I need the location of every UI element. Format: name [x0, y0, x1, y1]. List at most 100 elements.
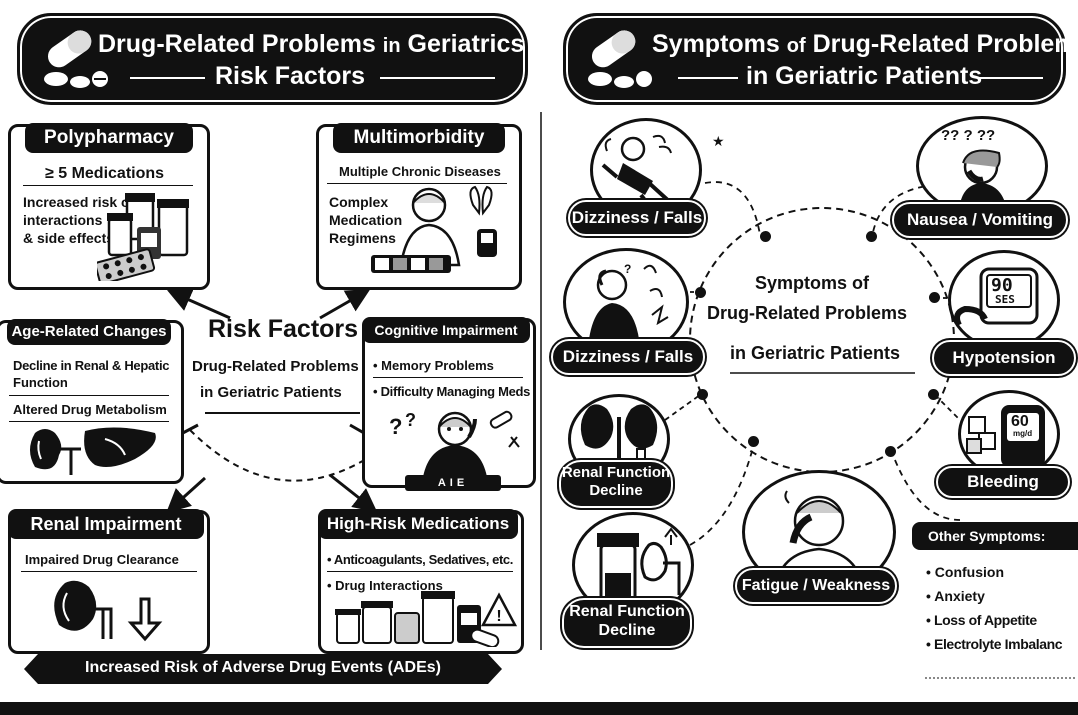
- multimorbidity-subtitle: Multiple Chronic Diseases: [339, 164, 501, 179]
- other-symptom-text: Electrolyte Imbalanc: [934, 636, 1063, 652]
- bleeding-illustration: 60 mg/d: [958, 390, 1060, 478]
- other-symptoms-list: • Confusion • Anxiety • Loss of Appetite…: [926, 560, 1063, 656]
- glucose-meter-icon: [966, 405, 1045, 467]
- connector-dot: [697, 389, 708, 400]
- cognitive-title: Cognitive Impairment: [362, 317, 530, 343]
- blood-pressure-monitor-icon: [954, 267, 1039, 327]
- connector-dot: [760, 231, 771, 242]
- elderly-woman-with-pillbox-icon: [371, 185, 497, 273]
- left-banner-title-c: Geriatrics: [407, 30, 525, 58]
- svg-text:?: ?: [624, 262, 631, 276]
- ade-footer-text: Increased Risk of Adverse Drug Events (A…: [85, 659, 441, 676]
- left-banner-title-a: Drug-Related Problems: [98, 30, 376, 58]
- right-banner-title-c: Drug-Related Problems: [812, 30, 1078, 58]
- bp-reading-bottom: SES: [995, 293, 1015, 306]
- renal-impairment-title: Renal Impairment: [8, 509, 204, 539]
- age-related-changes-card: Age-Related Changes Decline in Renal & H…: [0, 319, 184, 484]
- age-related-line3: Altered Drug Metabolism: [13, 402, 167, 417]
- pillbox-label: AIE: [405, 475, 501, 491]
- falling-man-icon: [601, 134, 673, 213]
- cognitive-bullet1-text: Memory Problems: [381, 358, 494, 373]
- age-related-line2: Function: [13, 375, 68, 390]
- banner-rule: [678, 77, 738, 79]
- pill-cluster-icon: [588, 30, 652, 88]
- dizzy-man-icon: ?: [588, 262, 669, 347]
- cognitive-impairment-card: Cognitive Impairment • Memory Problems •…: [362, 317, 536, 491]
- cognitive-bullet2-text: Difficulty Managing Meds: [380, 384, 531, 399]
- connector-dot: [929, 292, 940, 303]
- confused-elderly-man-icon: [423, 410, 520, 477]
- bp-reading-top: 90: [991, 275, 1013, 296]
- polypharmacy-card: Polypharmacy ≥ 5 Medications Increased r…: [8, 123, 210, 290]
- connector-dot: [928, 389, 939, 400]
- risk-factors-sub1: Drug-Related Problems: [192, 358, 359, 375]
- cognitive-bullet1: • Memory Problems: [373, 358, 494, 373]
- polypharmacy-line1: Increased risk of: [23, 194, 135, 210]
- renal-decline-label-1: Renal Function Decline: [559, 460, 673, 508]
- pill-cluster-icon: [44, 30, 108, 88]
- left-banner-subtitle: Risk Factors: [215, 62, 366, 90]
- multimorbidity-line2: Medication: [329, 212, 403, 228]
- renal-decline-label-2-line2: Decline: [598, 622, 656, 639]
- renal-impairment-card: Renal Impairment Impaired Drug Clearance: [8, 509, 210, 654]
- polypharmacy-line3: & side effects: [23, 230, 115, 246]
- right-title-banner: Symptoms of Drug-Related Problems in Ger…: [563, 13, 1078, 105]
- medicine-bottle-kidney-icon: [597, 527, 681, 603]
- multimorbidity-line3: Regimens: [329, 230, 396, 246]
- other-symptom-text: Anxiety: [934, 588, 985, 604]
- other-symptom-item: • Anxiety: [926, 588, 985, 604]
- nausea-question-marks: ?? ? ??: [941, 127, 996, 144]
- polypharmacy-title: Polypharmacy: [25, 123, 193, 153]
- multimorbidity-line1: Complex: [329, 194, 389, 210]
- renal-decline-label-2: Renal Function Decline: [562, 598, 692, 648]
- medication-bottles-icon: [97, 193, 189, 281]
- dizziness-falls-label-1: Dizziness / Falls: [568, 200, 706, 236]
- question-mark-icon: ?: [405, 410, 416, 430]
- high-risk-medications-card: High-Risk Medications • Anticoagulants, …: [318, 509, 524, 654]
- bleeding-label: Bleeding: [936, 466, 1070, 498]
- fatigue-weakness-label: Fatigue / Weakness: [735, 568, 897, 604]
- right-banner-title-b: of: [786, 35, 806, 57]
- other-symptom-item: • Loss of Appetite: [926, 612, 1037, 628]
- renal-decline-label-1-line1: Renal Function: [561, 464, 671, 481]
- nauseous-woman-icon: [959, 149, 1007, 211]
- risk-factors-sub2: in Geriatric Patients: [200, 384, 342, 401]
- polypharmacy-count: ≥ 5 Medications: [45, 165, 165, 182]
- nausea-vomiting-illustration: ?? ? ??: [916, 116, 1048, 216]
- risk-factors-heading: Risk Factors: [208, 315, 359, 343]
- cognitive-bullet2: • Difficulty Managing Meds: [373, 384, 531, 399]
- polypharmacy-line2: interactions: [23, 212, 103, 228]
- high-risk-bullet2: • Drug Interactions: [327, 578, 443, 593]
- left-title-banner: Drug-Related Problems in Geriatrics Risk…: [17, 13, 528, 105]
- hypotension-illustration: 90 SES: [948, 250, 1060, 350]
- glucose-unit: mg/d: [1013, 429, 1033, 438]
- age-related-title: Age-Related Changes: [7, 319, 171, 345]
- right-banner-title-a: Symptoms: [652, 30, 780, 58]
- multimorbidity-title: Multimorbidity: [333, 123, 505, 153]
- banner-rule: [380, 77, 495, 79]
- banner-rule: [978, 77, 1043, 79]
- left-banner-title-b: in: [382, 35, 401, 57]
- svg-text:!: !: [496, 608, 501, 625]
- other-symptom-item: • Electrolyte Imbalanc: [926, 636, 1063, 652]
- symptoms-center-line1: Symptoms of: [755, 273, 870, 293]
- high-risk-bullet2-text: Drug Interactions: [335, 578, 443, 593]
- ade-footer-banner: Increased Risk of Adverse Drug Events (A…: [24, 654, 502, 684]
- medications-warning-icon: !: [335, 591, 517, 647]
- high-risk-title: High-Risk Medications: [318, 509, 518, 539]
- question-mark-icon: ?: [389, 414, 403, 439]
- glucose-value: 60: [1011, 413, 1029, 430]
- dizziness-falls-label-2: Dizziness / Falls: [551, 339, 705, 375]
- multimorbidity-card: Multimorbidity Multiple Chronic Diseases…: [316, 123, 522, 290]
- other-symptom-item: • Confusion: [926, 564, 1005, 580]
- renal-decline-label-1-line2: Decline: [589, 482, 643, 499]
- connector-dot: [866, 231, 877, 242]
- other-symptom-text: Loss of Appetite: [934, 612, 1037, 628]
- hypotension-label: Hypotension: [932, 340, 1076, 376]
- high-risk-bullet1-text: Anticoagulants, Sedatives, etc.: [333, 552, 513, 567]
- dizziness-falls-illustration-2: ?: [563, 248, 689, 356]
- other-symptom-text: Confusion: [934, 564, 1005, 580]
- star-icon: ★: [712, 133, 725, 149]
- banner-rule: [130, 77, 205, 79]
- bottom-border-bar: [0, 702, 1078, 715]
